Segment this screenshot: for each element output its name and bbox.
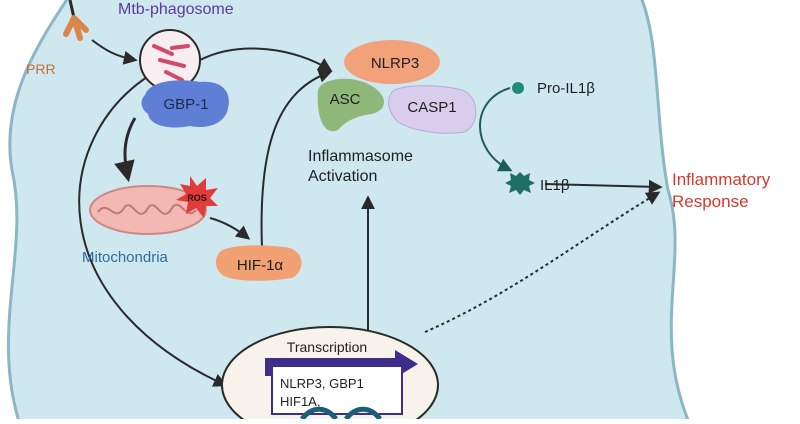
dna-icon [300,406,382,421]
nlrp3-label: NLRP3 [371,55,419,72]
ros-label: ROS [187,193,207,203]
casp1-protein [388,85,477,134]
mtb-phagosome [139,29,201,91]
hif1a-protein [215,245,302,281]
asc-label: ASC [330,91,361,108]
arrow-hif1a-to-inflammasome [260,69,333,249]
pro-il1b-label: Pro-IL1β [537,80,595,97]
arrow-mito-to-hif1a [209,217,251,240]
casp1-label: CASP1 [407,99,456,116]
mtb-phagosome-label: Mtb-phagosome [118,1,234,18]
arrow-phagosome-to-nucleus [78,74,228,387]
il1b-icon [505,172,535,195]
arrow-il1b-to-response [544,179,663,194]
genes-line1: NLRP3, GBP1 [280,376,364,391]
gbp1-label: GBP-1 [163,96,208,113]
transcription-arrow-icon [265,350,418,378]
arrow-prr-to-phagosome [91,39,138,65]
arrow-proil1b-to-il1b [479,87,513,172]
inflammasome-label-line2: Activation [308,168,377,185]
transcription-label: Transcription [287,339,367,355]
pathway-arrows [78,39,663,387]
response-label-line1: Inflammatory [672,170,771,189]
prr-receptor-icon [63,0,89,41]
arrow-gbp1-to-ros [114,117,137,183]
asc-protein [317,78,384,132]
genes-line2: HIF1A, [280,394,320,409]
inflammasome-label-line1: Inflammasome [308,148,413,165]
ros-burst-icon [176,176,218,218]
mitochondria [89,185,207,235]
nlrp3-protein [344,40,440,84]
response-label-line2: Response [672,192,749,211]
arrow-phagosome-to-inflammasome [199,47,333,72]
arrow-nucleus-to-response [424,191,661,333]
gene-list-box [271,365,403,415]
il1b-label: IL1β [540,177,570,194]
mitochondria-label: Mitochondria [82,249,169,266]
gbp1-protein [141,80,229,128]
hif1a-label: HIF-1α [237,257,284,274]
pro-il1b-icon [512,82,524,94]
prr-label: PRR [26,61,56,77]
